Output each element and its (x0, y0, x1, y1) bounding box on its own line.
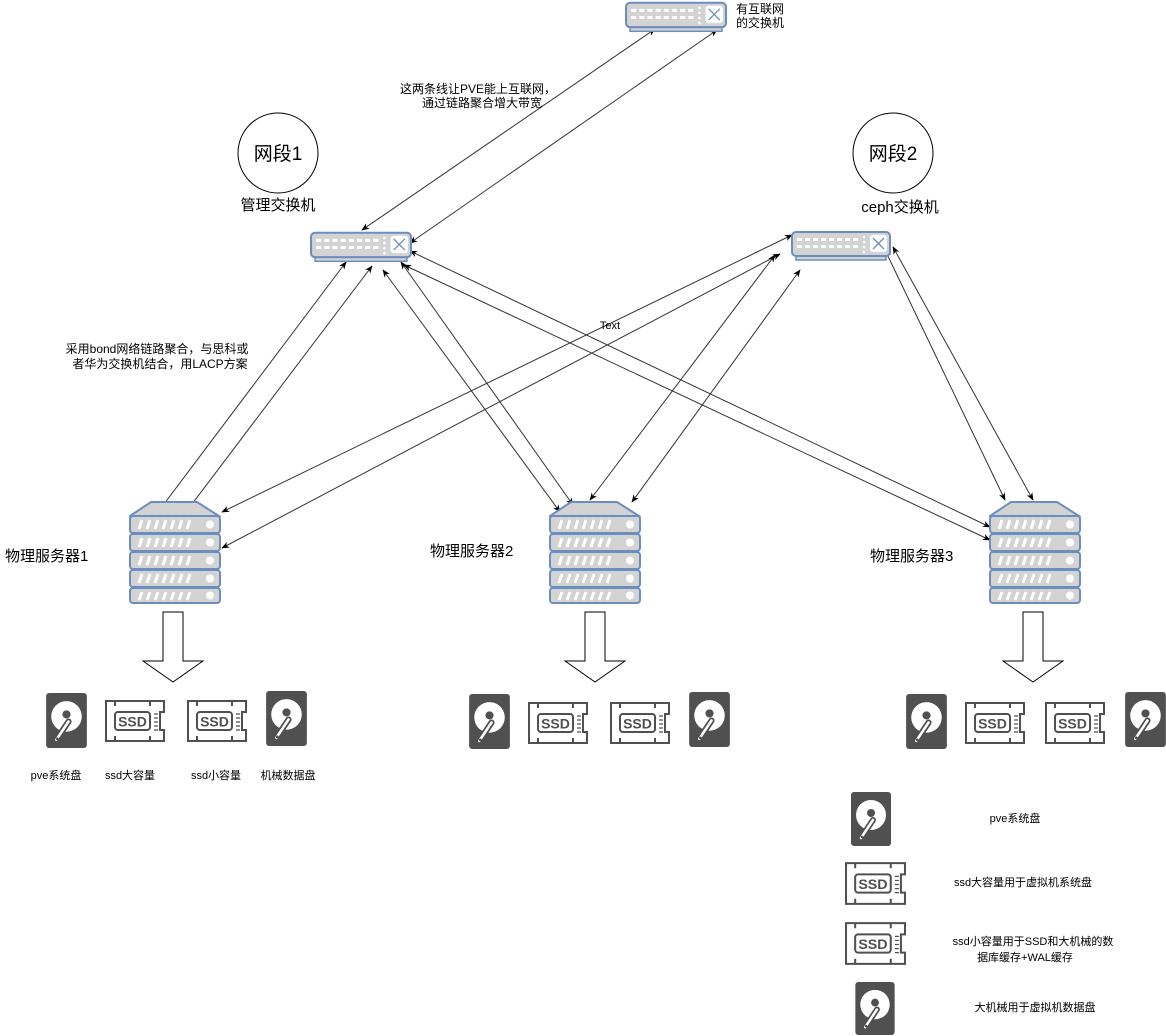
ssd-icon (845, 862, 906, 905)
segment2-label: 网段2 (869, 143, 918, 165)
ceph-switch-icon (790, 231, 892, 261)
internet-switch-icon (625, 1, 727, 33)
hdd-icon (851, 792, 891, 846)
mgmt-switch-label: 管理交换机 (240, 196, 315, 214)
text-label: Text (600, 320, 620, 332)
legend-text-ssd-small-2: 据库缓存+WAL缓存 (977, 950, 1073, 964)
arrow-down-2 (564, 611, 626, 683)
internet-note-1: 这两条线让PVE能上互联网， (400, 81, 556, 96)
ssd-icon (965, 702, 1025, 744)
internet-note-2: 通过链路聚合增大带宽 (422, 95, 542, 110)
ssd-icon (105, 700, 165, 742)
server-3-icon (989, 500, 1081, 604)
server-1-icon (129, 500, 221, 604)
link-ceph-s2-2 (631, 269, 801, 503)
link-mgmt-internet-2 (409, 29, 718, 244)
ceph-switch-label: ceph交换机 (861, 198, 939, 216)
link-mgmt-s3-1 (409, 250, 991, 528)
segment2-circle (852, 112, 934, 194)
hdd-icon (266, 691, 307, 746)
link-mgmt-s1-1 (157, 261, 347, 513)
connections (157, 28, 1034, 549)
legend-text-system: pve系统盘 (990, 811, 1041, 825)
legend-text-ssd-small-1: ssd小容量用于SSD和大机械的数 (953, 934, 1114, 948)
segment1-circle (237, 112, 319, 194)
internet-switch-label-2: 的交换机 (736, 15, 784, 30)
link-ceph-s1-1 (221, 234, 793, 513)
hdd-icon (46, 693, 87, 748)
hdd-icon (469, 694, 510, 749)
server-2-label: 物理服务器2 (430, 543, 513, 560)
server-3-label: 物理服务器3 (870, 548, 953, 565)
link-ceph-s1-2 (221, 253, 781, 549)
ssd-icon (1045, 702, 1105, 744)
mgmt-switch-icon (310, 231, 412, 263)
link-ceph-s3-2 (892, 246, 1034, 501)
arrow-down-3 (1002, 611, 1064, 683)
disk-label-system: pve系统盘 (31, 768, 82, 782)
legend: pve系统盘 ssd大容量用于虚拟机系统盘 ssd小容量用于SSD和大机械的数 … (845, 792, 1114, 1035)
server-2-icon (549, 500, 641, 604)
internet-switch-label-1: 有互联网 (736, 2, 784, 16)
segment1-label: 网段1 (254, 143, 303, 165)
hdd-icon (855, 982, 894, 1035)
bond-note-2: 者华为交换机结合，用LACP方案 (72, 356, 247, 371)
ssd-icon (528, 702, 588, 744)
arrow-down-1 (142, 611, 204, 683)
legend-text-hdd-data: 大机械用于虚拟机数据盘 (975, 1000, 1096, 1014)
legend-text-ssd-large: ssd大容量用于虚拟机系统盘 (954, 875, 1092, 889)
link-mgmt-internet-1 (361, 28, 656, 231)
link-mgmt-s3-2 (403, 264, 991, 541)
server-1-label: 物理服务器1 (5, 548, 88, 565)
hdd-icon (1125, 692, 1166, 747)
bond-note-1: 采用bond网络链路聚合，与思科或 (66, 341, 249, 356)
disk-label-hdd-data: 机械数据盘 (261, 768, 316, 782)
ssd-icon (845, 922, 906, 965)
disk-label-ssd-small: ssd小容量 (191, 768, 241, 782)
ssd-icon (187, 700, 247, 742)
hdd-icon (689, 692, 730, 747)
link-ceph-s3-1 (884, 249, 1006, 501)
link-mgmt-s1-2 (185, 265, 373, 513)
ssd-icon (610, 702, 670, 744)
disk-label-ssd-large: ssd大容量 (105, 768, 155, 782)
hdd-icon (906, 694, 947, 749)
link-ceph-s2-1 (589, 254, 776, 501)
